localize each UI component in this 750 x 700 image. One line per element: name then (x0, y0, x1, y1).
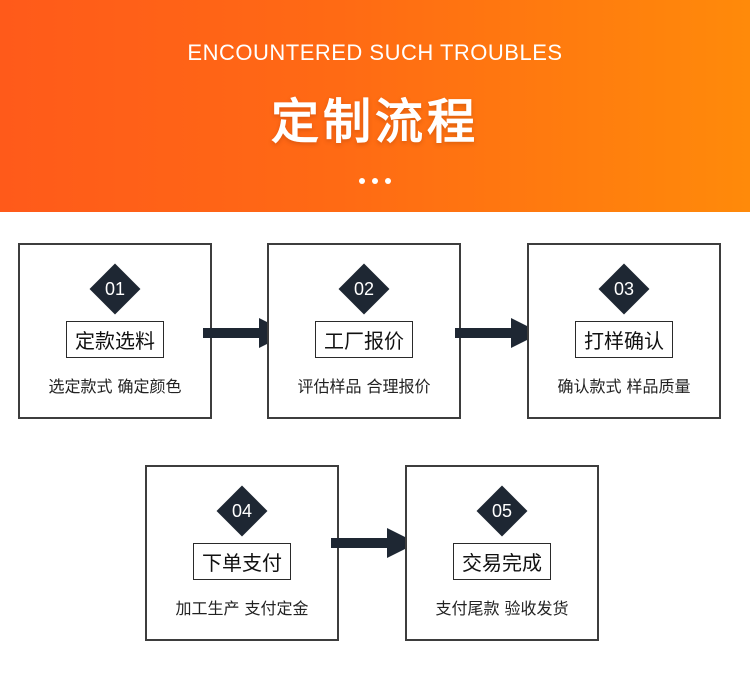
step-description: 加工生产 支付定金 (175, 599, 309, 618)
dot-icon (372, 178, 378, 184)
dot-icon (359, 178, 365, 184)
step-number-badge: 03 (598, 263, 650, 315)
step-card-05: 05 交易完成 支付尾款 验收发货 (405, 465, 599, 641)
banner-dots (0, 178, 750, 184)
step-card-02: 02 工厂报价 评估样品 合理报价 (267, 243, 461, 419)
banner-title: 定制流程 (270, 94, 479, 150)
step-number-badge: 04 (216, 485, 268, 537)
step-number: 01 (104, 279, 126, 299)
step-number: 03 (613, 279, 635, 299)
step-number-badge: 02 (338, 263, 390, 315)
step-title: 打样确认 (575, 321, 673, 358)
step-card-03: 03 打样确认 确认款式 样品质量 (527, 243, 721, 419)
step-description: 确认款式 样品质量 (557, 377, 691, 396)
arrow-right-icon (455, 318, 541, 348)
step-number-badge: 05 (476, 485, 528, 537)
arrow-right-icon (331, 528, 417, 558)
step-title: 交易完成 (453, 543, 551, 580)
banner-subtitle: ENCOUNTERED SUCH TROUBLES (187, 40, 563, 65)
step-number-badge: 01 (89, 263, 141, 315)
step-title: 定款选料 (66, 321, 164, 358)
step-description: 评估样品 合理报价 (297, 377, 431, 396)
step-description: 支付尾款 验收发货 (435, 599, 569, 618)
header-banner: ENCOUNTERED SUCH TROUBLES 定制流程 (0, 0, 750, 212)
step-number: 04 (231, 501, 253, 521)
step-number: 05 (491, 501, 513, 521)
step-title: 下单支付 (193, 543, 291, 580)
step-number: 02 (353, 279, 375, 299)
step-card-01: 01 定款选料 选定款式 确定颜色 (18, 243, 212, 419)
step-description: 选定款式 确定颜色 (48, 377, 182, 396)
dot-icon (385, 178, 391, 184)
step-title: 工厂报价 (315, 321, 413, 358)
step-card-04: 04 下单支付 加工生产 支付定金 (145, 465, 339, 641)
